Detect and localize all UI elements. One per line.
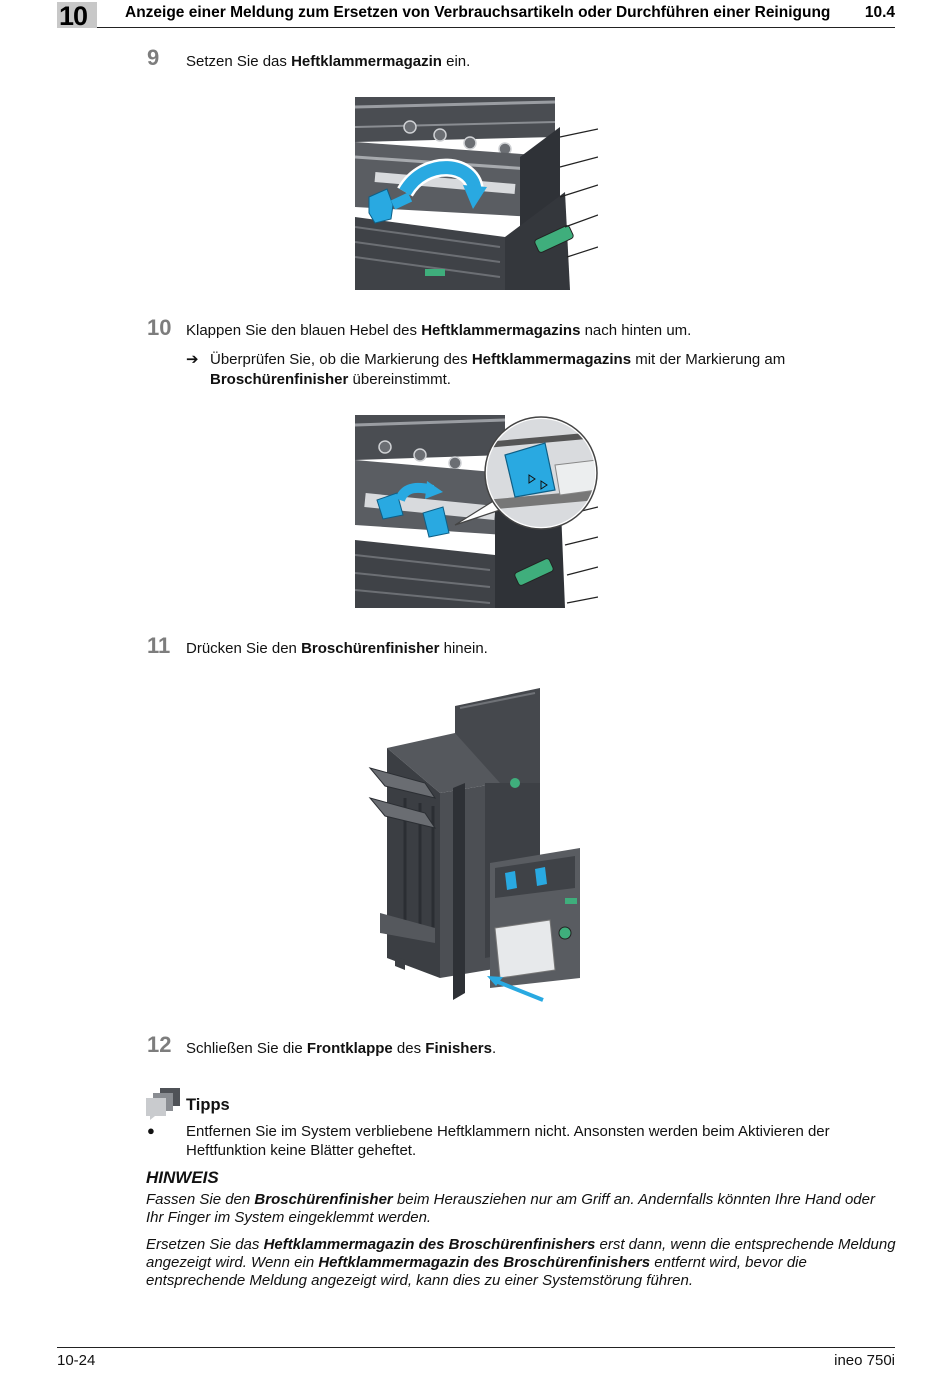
hint-text-part: Ersetzen Sie das — [146, 1236, 264, 1253]
step-text-bold: Frontklappe — [306, 1040, 393, 1057]
step-text-bold: Heftklammermagazins — [421, 322, 581, 339]
check-text: Überprüfen Sie, ob die Markierung des He… — [210, 350, 850, 390]
chapter-number: 10 — [59, 1, 88, 31]
hint-text-part: beim Herausziehen nur am Griff an. Ander… — [146, 1191, 875, 1226]
step-text-part: Drücken Sie den — [186, 640, 302, 657]
step-number-9: 9 — [147, 45, 160, 70]
step-text-part: Schließen Sie die — [186, 1040, 307, 1057]
step-text-bold: Finishers — [425, 1040, 492, 1057]
check-text-bold: Heftklammermagazins — [471, 351, 632, 368]
step-text-bold: Broschürenfinisher — [301, 640, 440, 657]
figure-finisher-push — [365, 688, 590, 1010]
step-text-part: ein. — [441, 53, 471, 70]
hint-text-bold: Heftklammermagazin des Broschürenfinishe… — [263, 1236, 596, 1253]
hint-text-part: erst dann, wenn die entsprechende Meldun… — [146, 1236, 896, 1271]
step-number-11: 11 — [147, 633, 171, 658]
step-text-12: Schließen Sie die Frontklappe des Finish… — [186, 1040, 496, 1057]
page-header: 10 Anzeige einer Meldung zum Ersetzen vo… — [57, 0, 895, 31]
step-text-11: Drücken Sie den Broschürenfinisher hinei… — [186, 640, 488, 657]
product-name: ineo 750i — [834, 1352, 895, 1369]
check-text-bold: Broschürenfinisher — [210, 371, 349, 388]
hint-text-bold: Heftklammermagazin des Broschürenfinishe… — [318, 1254, 651, 1271]
check-text-part: Überprüfen Sie, ob die Markierung des — [210, 351, 472, 368]
hint-title: HINWEIS — [146, 1168, 219, 1187]
step-text-9: Setzen Sie das Heftklammermagazin ein. — [186, 53, 470, 70]
step-number-10: 10 — [147, 315, 172, 340]
tips-icon — [146, 1088, 180, 1120]
check-arrow-icon: ➔ — [186, 351, 199, 368]
step-number-12: 12 — [147, 1032, 172, 1057]
bullet-icon: ● — [147, 1123, 155, 1138]
hint-text-part: entfernt wird, bevor die entsprechende M… — [146, 1254, 807, 1289]
page-number: 10-24 — [57, 1352, 96, 1369]
chapter-box: 10 — [57, 1, 97, 31]
header-title: Anzeige einer Meldung zum Ersetzen von V… — [125, 4, 831, 21]
step-text-10: Klappen Sie den blauen Hebel des Heftkla… — [186, 322, 691, 339]
hint-paragraph-2: Ersetzen Sie das Heftklammermagazin des … — [146, 1236, 896, 1290]
hint-text-bold: Broschürenfinisher — [254, 1191, 393, 1208]
step-text-part: des — [392, 1040, 426, 1057]
hint-paragraph-1: Fassen Sie den Broschürenfinisher beim H… — [146, 1191, 896, 1227]
check-text-part: übereinstimmt. — [348, 371, 451, 388]
step-text-bold: Heftklammermagazin — [291, 53, 442, 70]
figure-lever-fold — [355, 415, 598, 608]
hint-text-part: Fassen Sie den — [146, 1191, 255, 1208]
step-text-part: Klappen Sie den blauen Hebel des — [186, 322, 422, 339]
step-text-part: Setzen Sie das — [186, 53, 292, 70]
tip-text: Entfernen Sie im System verbliebene Heft… — [186, 1123, 830, 1159]
figure-staple-cartridge-insert — [355, 97, 598, 290]
check-text-part: mit der Markierung am — [631, 351, 786, 368]
step-text-part: . — [491, 1040, 497, 1057]
step-text-part: nach hinten um. — [580, 322, 692, 339]
footer-divider — [57, 1347, 895, 1348]
step-text-part: hinein. — [439, 640, 488, 657]
tips-title: Tipps — [186, 1096, 230, 1114]
header-section: 10.4 — [864, 4, 895, 21]
